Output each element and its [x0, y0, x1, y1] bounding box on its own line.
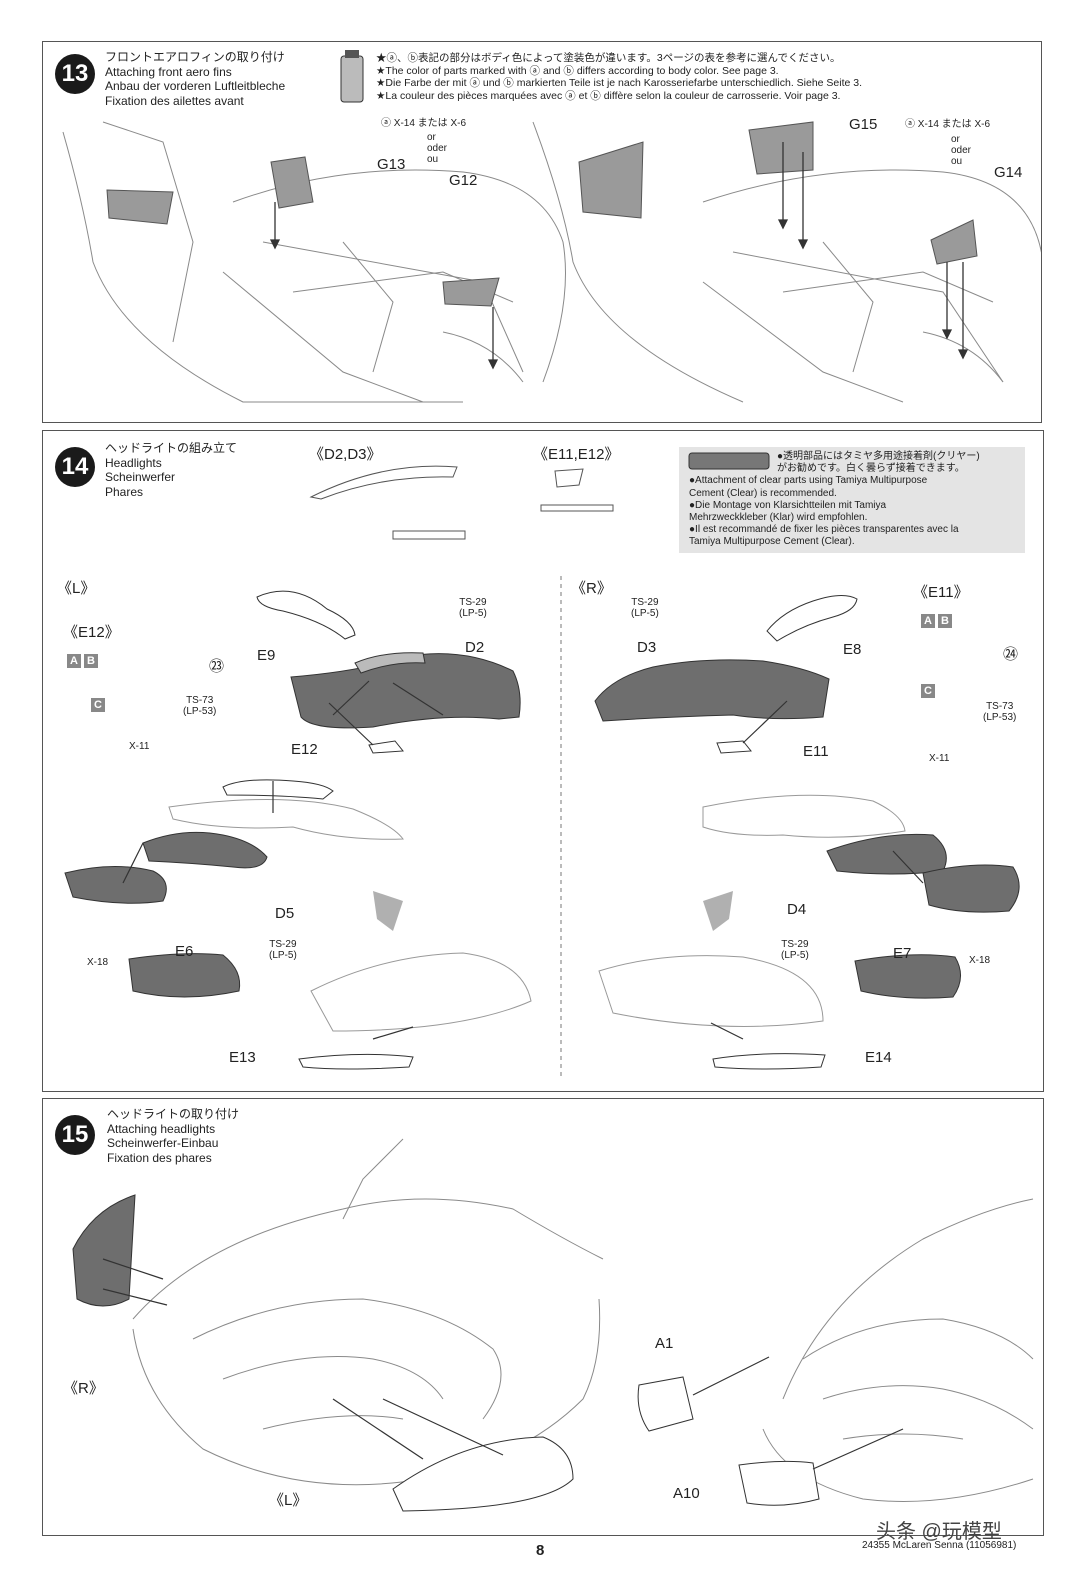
- note-ja: ★ⓐ、ⓑ表記の部分はボディ色によって塗装色が違います。3ページの表を参考に選んで…: [376, 52, 841, 64]
- step-15-illustration: [72, 1138, 1034, 1512]
- title-fr: Phares: [105, 484, 144, 499]
- step-15-number: 15: [55, 1115, 95, 1155]
- ts73-right: TS-73(LP-53): [983, 701, 1017, 723]
- title-en: Attaching front aero fins: [105, 64, 232, 79]
- product-code: 24355 McLaren Senna (11056981): [862, 1540, 1017, 1551]
- ts29-d5: TS-29(LP-5): [269, 939, 297, 961]
- step-14-illustration: [64, 447, 1025, 1076]
- part-e9: E9: [257, 647, 276, 664]
- page-number: 8: [536, 1542, 545, 1559]
- side-l-label: 《L》: [57, 580, 96, 597]
- part-d2: D2: [465, 639, 485, 656]
- x11-right: X-11: [929, 753, 950, 764]
- step-15-title: ヘッドライトの取り付け Attaching headlights Scheinw…: [107, 1107, 239, 1165]
- title-de: Anbau der vorderen Luftleitbleche: [105, 79, 286, 93]
- part-e6: E6: [175, 943, 194, 960]
- part-g13: G13: [377, 156, 406, 173]
- part-d4: D4: [787, 901, 807, 918]
- side-r-label: 《R》: [571, 580, 612, 597]
- e11-variant-title: 《E11》: [913, 584, 969, 601]
- x11-left: X-11: [129, 741, 150, 752]
- part-e8: E8: [843, 641, 862, 658]
- or-en: or: [427, 132, 436, 143]
- title-fr: Fixation des phares: [107, 1150, 212, 1165]
- ts29-d3: TS-29(LP-5): [631, 597, 659, 619]
- ts73-left: TS-73(LP-53): [183, 695, 217, 717]
- ts29-d2: TS-29(LP-5): [459, 597, 487, 619]
- title-ja: ヘッドライトの組み立て: [105, 441, 238, 455]
- cement-fr1: ●Il est recommandé de fixer les pièces t…: [689, 524, 959, 536]
- body-color-note: ★ⓐ、ⓑ表記の部分はボディ色によって塗装色が違います。3ページの表を参考に選んで…: [376, 52, 862, 102]
- part-e14: E14: [865, 1049, 892, 1066]
- ref-23: ㉓: [209, 658, 225, 675]
- cement-en1: ●Attachment of clear parts using Tamiya …: [689, 475, 928, 487]
- cement-de2: Mehrzweckkleber (Klar) wird empfohlen.: [689, 512, 868, 524]
- mark-a: A: [67, 654, 81, 668]
- sub-e11-e12: 《E11,E12》: [533, 446, 620, 463]
- title-en: Headlights: [105, 455, 162, 470]
- title-de: Scheinwerfer-Einbau: [107, 1136, 219, 1150]
- note-de: ★Die Farbe der mit ⓐ und ⓑ markierten Te…: [376, 77, 863, 89]
- part-e13: E13: [229, 1049, 256, 1066]
- step-15-panel: 15 ヘッドライトの取り付け Attaching headlights Sche…: [42, 1098, 1044, 1536]
- step-14-number: 14: [55, 447, 95, 487]
- ref-24: ㉔: [1003, 646, 1019, 663]
- sub-d2-d3: 《D2,D3》: [309, 446, 382, 463]
- cement-note: ●透明部品にはタミヤ多用途接着剤(クリヤー) がお勧めです。白く曇らず接着できま…: [689, 451, 980, 549]
- step-14-title: ヘッドライトの組み立て Headlights Scheinwerfer Phar…: [105, 441, 237, 499]
- cement-ja1: ●透明部品にはタミヤ多用途接着剤(クリヤー): [777, 451, 980, 462]
- cement-ja2: がお勧めです。白く曇らず接着できます。: [777, 463, 965, 475]
- title-fr: Fixation des ailettes avant: [105, 93, 244, 108]
- e12-variant-title: 《E12》: [63, 624, 120, 641]
- side-l-label: 《L》: [269, 1492, 308, 1509]
- paint-right-label: ⓐ X-14 または X-6: [905, 119, 991, 130]
- part-a1: A1: [655, 1335, 674, 1352]
- title-ja: フロントエアロフィンの取り付け: [105, 50, 285, 64]
- step-13-number: 13: [55, 54, 95, 94]
- watermark: 头条 @玩模型: [876, 1521, 1002, 1543]
- part-g14: G14: [994, 164, 1023, 181]
- part-g15: G15: [849, 116, 878, 133]
- part-e12: E12: [291, 741, 318, 758]
- mark-c-left: C: [91, 695, 108, 712]
- mark-b: B: [84, 654, 98, 668]
- part-d3: D3: [637, 639, 657, 656]
- or-de: oder: [427, 143, 448, 154]
- part-a10: A10: [673, 1485, 700, 1502]
- note-en: ★The color of parts marked with ⓐ and ⓑ …: [376, 64, 779, 77]
- part-e11: E11: [803, 743, 829, 760]
- ts29-d4: TS-29(LP-5): [781, 939, 809, 961]
- cement-de1: ●Die Montage von Klarsichtteilen mit Tam…: [689, 499, 887, 511]
- step-13-illustration: [62, 50, 1041, 403]
- step-14-panel: 14 ヘッドライトの組み立て Headlights Scheinwerfer P…: [42, 430, 1044, 1092]
- or-en-right: or: [951, 134, 960, 145]
- x18-right: X-18: [969, 955, 991, 966]
- or-fr-right: ou: [951, 156, 963, 167]
- part-g12: G12: [449, 172, 478, 189]
- paint-left-label: ⓐ X-14 または X-6: [381, 118, 467, 129]
- part-e7: E7: [893, 945, 912, 962]
- part-d5: D5: [275, 905, 295, 922]
- cement-fr2: Tamiya Multipurpose Cement (Clear).: [689, 536, 855, 548]
- side-r-label: 《R》: [63, 1380, 104, 1397]
- title-de: Scheinwerfer: [105, 470, 176, 484]
- step-13-title: フロントエアロフィンの取り付け Attaching front aero fin…: [105, 50, 285, 108]
- step-13-panel: 13 フロントエアロフィンの取り付け Attaching front aero …: [42, 41, 1042, 423]
- mark-c-right: C: [921, 681, 938, 698]
- x18-left: X-18: [87, 957, 109, 968]
- cement-en2: Cement (Clear) is recommended.: [689, 487, 837, 499]
- or-de-right: oder: [951, 145, 972, 156]
- title-en: Attaching headlights: [107, 1121, 216, 1136]
- or-fr: ou: [427, 154, 439, 165]
- title-ja: ヘッドライトの取り付け: [107, 1107, 240, 1121]
- note-fr: ★La couleur des pièces marquées avec ⓐ e…: [376, 89, 841, 102]
